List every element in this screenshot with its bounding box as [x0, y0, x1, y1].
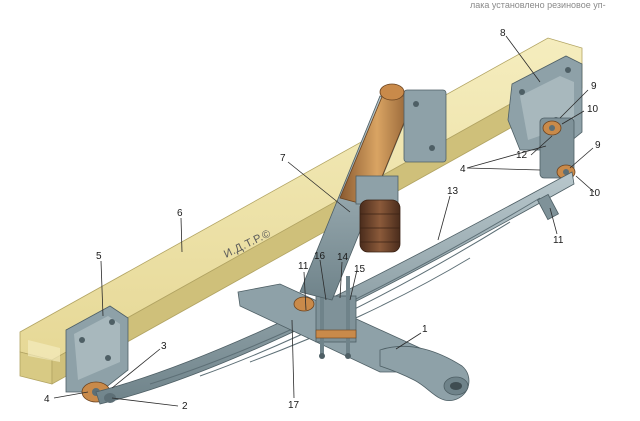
caption-fragment: лака установлено резиновое уп- [470, 0, 606, 10]
front-pin-detail [104, 393, 116, 403]
callout-2: 2 [182, 401, 188, 412]
leader-lines [53, 35, 595, 407]
callout-1: 1 [422, 324, 428, 335]
callout-9-upper: 9 [591, 81, 597, 92]
callout-7: 7 [280, 153, 286, 164]
callout-11-rear: 11 [553, 235, 564, 246]
callout-14: 14 [337, 252, 349, 263]
callout-16: 16 [314, 251, 326, 262]
callout-10-lower: 10 [589, 188, 601, 199]
callout-13: 13 [447, 186, 459, 197]
callout-3: 3 [161, 341, 167, 352]
callout-5: 5 [96, 251, 102, 262]
callout-11-front: 11 [298, 261, 309, 272]
bump-stop [355, 175, 401, 253]
callout-labels: 1 2 3 4 5 6 7 8 9 10 12 4 9 10 11 13 14 … [44, 28, 601, 412]
callout-10-upper: 10 [587, 104, 599, 115]
callout-8: 8 [500, 28, 506, 39]
callout-4-front: 4 [44, 394, 50, 405]
rear-shackle [539, 117, 576, 180]
u-bolt-assembly [315, 276, 357, 359]
callout-15: 15 [354, 264, 366, 275]
callout-17: 17 [288, 400, 300, 411]
callout-4-rear: 4 [460, 164, 466, 175]
callout-12: 12 [516, 150, 528, 161]
callout-6: 6 [177, 208, 183, 219]
callout-9-lower: 9 [595, 140, 601, 151]
